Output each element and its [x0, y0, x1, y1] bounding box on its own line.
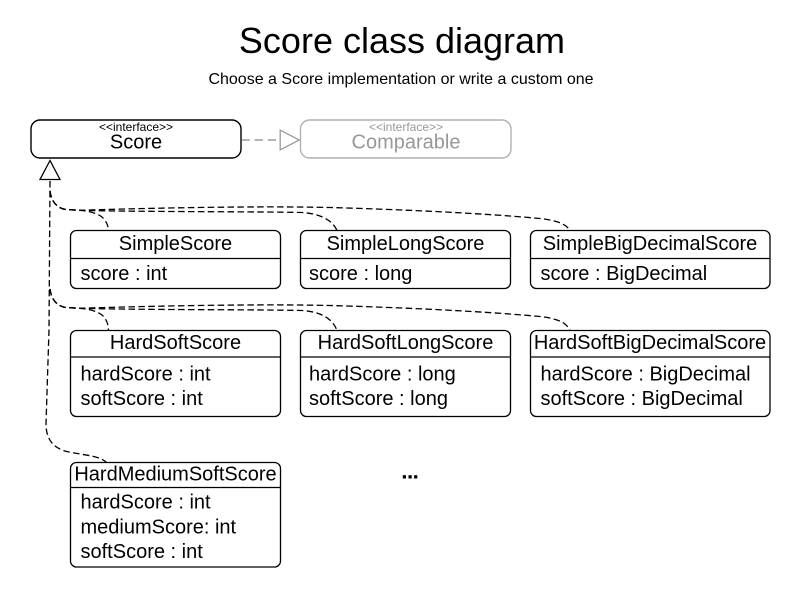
svg-text:SimpleLongScore: SimpleLongScore [327, 233, 485, 255]
svg-text:hardScore : int: hardScore : int [81, 492, 212, 514]
svg-text:hardScore : BigDecimal: hardScore : BigDecimal [541, 364, 751, 386]
svg-text:HardSoftLongScore: HardSoftLongScore [318, 332, 494, 354]
svg-text:SimpleScore: SimpleScore [119, 233, 232, 255]
svg-text:softScore : long: softScore : long [309, 388, 448, 410]
svg-text:hardScore : int: hardScore : int [81, 364, 212, 386]
svg-text:score : BigDecimal: score : BigDecimal [541, 263, 708, 285]
svg-text:score : long: score : long [309, 263, 412, 285]
svg-text:Choose a Score implementation: Choose a Score implementation or write a… [208, 71, 593, 88]
svg-text:hardScore : long: hardScore : long [309, 364, 456, 386]
svg-text:Comparable: Comparable [352, 132, 461, 154]
svg-text:HardSoftBigDecimalScore: HardSoftBigDecimalScore [534, 332, 766, 354]
svg-text:softScore : int: softScore : int [81, 541, 204, 563]
svg-text:Score: Score [110, 132, 162, 154]
svg-text:softScore : int: softScore : int [81, 388, 204, 410]
svg-text:softScore : BigDecimal: softScore : BigDecimal [541, 388, 743, 410]
svg-text:mediumScore: int: mediumScore: int [81, 517, 237, 539]
svg-text:SimpleBigDecimalScore: SimpleBigDecimalScore [543, 233, 758, 255]
svg-text:Score class diagram: Score class diagram [239, 20, 565, 61]
svg-text:HardMediumSoftScore: HardMediumSoftScore [74, 464, 276, 486]
svg-text:<<interface>>: <<interface>> [99, 120, 173, 134]
svg-text:<<interface>>: <<interface>> [369, 120, 443, 134]
svg-text:HardSoftScore: HardSoftScore [110, 332, 241, 354]
svg-text:score : int: score : int [81, 263, 168, 285]
